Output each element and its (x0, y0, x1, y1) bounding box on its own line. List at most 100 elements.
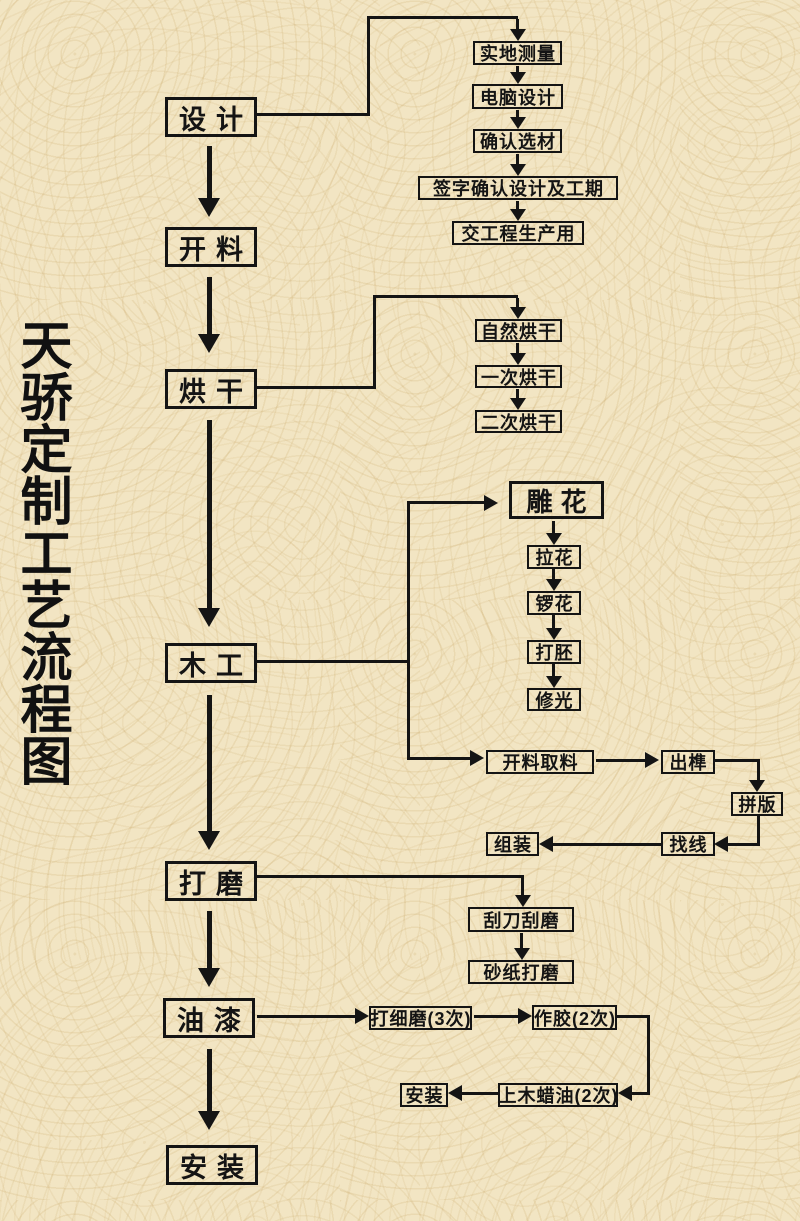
connector-design-h2 (367, 16, 518, 19)
connector-drying-v1 (373, 295, 376, 389)
arrow-sign-production-head (510, 209, 526, 221)
arrow-drying-woodwork-shaft (207, 420, 212, 608)
arrow-painting-finegrind-shaft (257, 1015, 355, 1018)
arrow-survey-computer-shaft (516, 66, 519, 73)
connector-design-h1 (257, 113, 367, 116)
arrow-into-scraper-grind (515, 895, 531, 907)
arrow-painting-finegrind-head (355, 1008, 369, 1024)
node-second-dry: 二次烘干 (475, 410, 562, 433)
node-sanding: 打磨 (165, 861, 257, 901)
connector-drying-h1 (257, 386, 373, 389)
arrow-carving-pull-shaft (552, 521, 555, 533)
node-panel-join: 拼版 (731, 792, 783, 816)
arrow-into-cut-take-material (470, 750, 484, 766)
node-trim-polish: 修光 (527, 688, 581, 711)
node-pull-flower: 拉花 (527, 545, 581, 569)
connector-tenon-h (715, 759, 760, 762)
page-title: 天骄定制工艺流程图 (12, 318, 69, 786)
node-woodwork: 木工 (165, 643, 257, 683)
arrow-first-second-shaft (516, 389, 519, 398)
node-install-sub: 安装 (400, 1083, 448, 1107)
connector-woodwork-v (407, 501, 410, 760)
node-glue: 作胶(2次) (532, 1005, 617, 1030)
arrow-blank-polish-head (546, 676, 562, 688)
arrow-computer-confirm-shaft (516, 110, 519, 118)
arrow-cutmaterial-tenon-head (645, 752, 659, 768)
arrow-woodwork-sanding-shaft (207, 695, 212, 831)
arrow-blank-polish-shaft (552, 664, 555, 676)
node-fine-grind: 打细磨(3次) (369, 1006, 472, 1030)
connector-glue-v (647, 1015, 650, 1095)
arrow-waxoil-install-head (448, 1085, 462, 1101)
node-rout-flower: 锣花 (527, 591, 581, 615)
arrow-confirm-sign-head (510, 164, 526, 176)
arrow-waxoil-install-shaft (462, 1092, 498, 1095)
arrow-carving-pull-head (546, 533, 562, 545)
arrow-pull-rout-head (546, 579, 562, 591)
arrow-into-survey (510, 29, 526, 41)
arrow-cutmaterial-tenon-shaft (596, 759, 645, 762)
arrow-natural-first-head (510, 353, 526, 365)
connector-cutmaterial-h (407, 757, 470, 760)
arrow-into-natural-dry (510, 307, 526, 319)
node-wax-oil: 上木蜡油(2次) (498, 1083, 618, 1107)
arrow-rout-blank-shaft (552, 615, 555, 628)
node-rough-blank: 打胚 (527, 640, 581, 664)
arrow-computer-confirm-head (510, 117, 526, 129)
node-tenon: 出榫 (661, 750, 715, 774)
arrow-into-carving (484, 495, 498, 511)
connector-waxoil-h (632, 1092, 649, 1095)
arrow-painting-install-head (198, 1111, 220, 1130)
node-confirm-material: 确认选材 (473, 129, 562, 153)
arrow-finegrind-glue-head (518, 1008, 532, 1024)
arrow-scraper-sandpaper-head (514, 948, 530, 960)
connector-sanding-v (521, 875, 524, 896)
connector-panel-v (757, 816, 760, 846)
arrow-cutting-drying-shaft (207, 277, 212, 334)
arrow-finegrind-glue-shaft (474, 1015, 518, 1018)
arrow-findline-assemble-head (539, 836, 553, 852)
arrow-cutting-drying-head (198, 334, 220, 353)
arrow-sign-production-shaft (516, 201, 519, 210)
node-drying: 烘干 (165, 369, 257, 409)
node-assemble: 组装 (486, 832, 539, 856)
arrow-findline-assemble-shaft (553, 843, 661, 846)
arrow-drying-woodwork-head (198, 608, 220, 627)
arrow-design-cutting-head (198, 198, 220, 217)
node-cut-take-material: 开料取料 (486, 750, 594, 774)
node-painting: 油漆 (163, 998, 255, 1038)
arrow-design-cutting-shaft (207, 146, 212, 198)
node-natural-dry: 自然烘干 (475, 319, 562, 342)
arrow-survey-computer-head (510, 72, 526, 84)
node-to-production: 交工程生产用 (452, 221, 584, 245)
node-sign-confirm: 签字确认设计及工期 (418, 176, 618, 200)
node-install: 安装 (166, 1145, 258, 1185)
node-first-dry: 一次烘干 (475, 365, 562, 388)
node-find-line: 找线 (661, 832, 715, 856)
connector-woodwork-h (257, 660, 407, 663)
arrow-first-second-head (510, 398, 526, 410)
connector-tenon-v (757, 759, 760, 780)
connector-design-v1 (367, 16, 370, 116)
node-computer-design: 电脑设计 (472, 84, 563, 109)
arrow-pull-rout-shaft (552, 569, 555, 579)
connector-glue-h (617, 1015, 650, 1018)
arrow-sanding-painting-shaft (207, 911, 212, 968)
node-cutting: 开料 (165, 227, 257, 267)
arrow-into-panel-join (749, 780, 765, 792)
arrow-confirm-sign-shaft (516, 154, 519, 165)
node-scraper-grind: 刮刀刮磨 (468, 907, 574, 932)
arrow-natural-first-shaft (516, 343, 519, 353)
arrow-painting-install-shaft (207, 1049, 212, 1111)
arrow-sanding-painting-head (198, 968, 220, 987)
node-survey: 实地测量 (473, 41, 562, 65)
arrow-woodwork-sanding-head (198, 831, 220, 850)
arrow-into-find-line (714, 836, 728, 852)
arrow-rout-blank-head (546, 628, 562, 640)
node-sandpaper-grind: 砂纸打磨 (468, 960, 574, 984)
connector-design-v2 (516, 19, 519, 31)
connector-drying-v2 (516, 298, 519, 308)
connector-drying-h2 (373, 295, 518, 298)
connector-panel-h (728, 843, 760, 846)
